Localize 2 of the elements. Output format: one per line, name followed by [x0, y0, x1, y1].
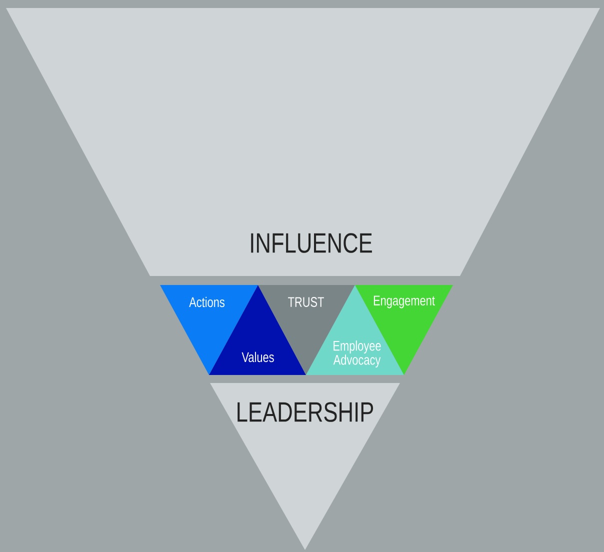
funnel-tip: LEADERSHIP [210, 383, 400, 550]
funnel-band: INFLUENCE [6, 8, 600, 276]
